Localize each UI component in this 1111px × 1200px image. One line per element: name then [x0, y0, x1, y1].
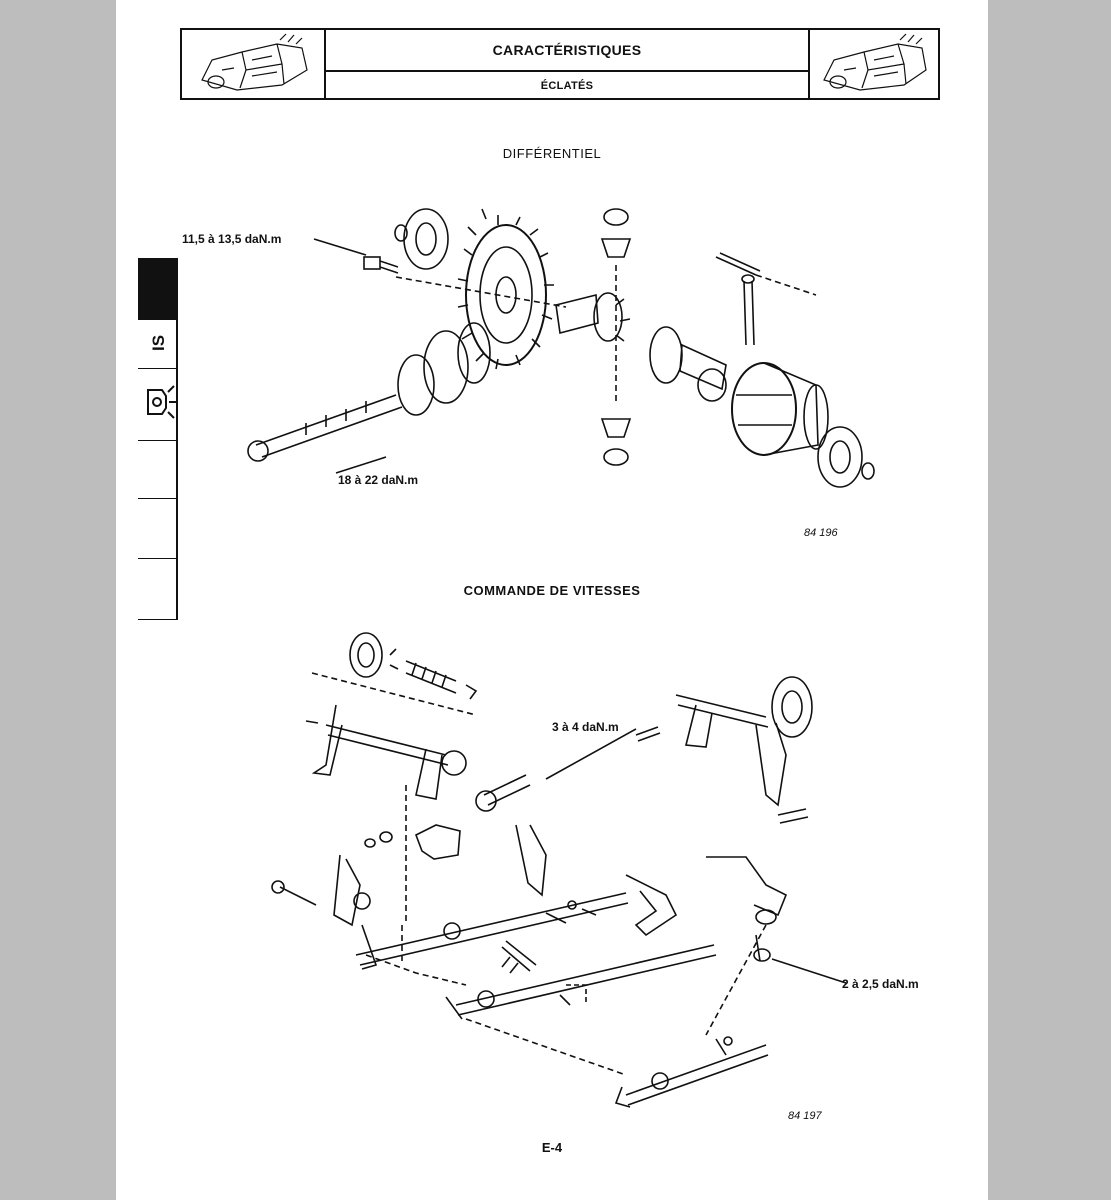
differential-title: DIFFÉRENTIEL	[502, 146, 602, 161]
page-number: E-4	[541, 1140, 563, 1155]
gear-control-torque-right: 2 à 2,5 daN.m	[842, 977, 919, 991]
header-title: CARACTÉRISTIQUES	[326, 30, 808, 72]
differential-torque-top: 11,5 à 13,5 daN.m	[182, 232, 282, 246]
gear-control-figure-ref: 84 197	[788, 1110, 822, 1122]
side-tab-label: IS	[149, 334, 168, 352]
differential-figure-ref: 84 196	[804, 527, 838, 539]
differential-exploded-diagram	[247, 208, 875, 488]
engine-symbol-icon	[147, 385, 176, 419]
gearbox-illustration-left	[182, 30, 326, 98]
side-tabs: IS	[138, 258, 178, 620]
gear-control-torque-top: 3 à 4 daN.m	[552, 720, 619, 734]
gearbox-illustration-right	[808, 30, 938, 98]
gear-control-title: COMMANDE DE VITESSES	[463, 583, 641, 598]
gear-control-exploded-diagram	[271, 632, 847, 1108]
differential-torque-bottom: 18 à 22 daN.m	[338, 473, 419, 487]
active-tab-marker	[138, 258, 178, 320]
manual-page: CARACTÉRISTIQUES ÉCLATÉS IS	[116, 0, 988, 1200]
page-header: CARACTÉRISTIQUES ÉCLATÉS	[180, 28, 940, 100]
header-subtitle: ÉCLATÉS	[540, 80, 594, 92]
